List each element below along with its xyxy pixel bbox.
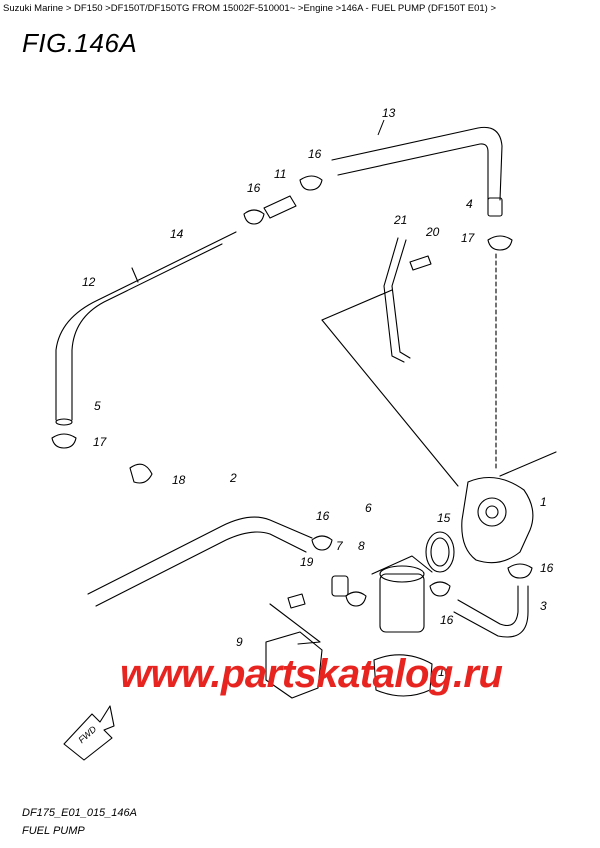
callout-16-e: 16: [440, 613, 454, 627]
callout-12: 12: [82, 275, 96, 289]
clamp-16-lower: [429, 581, 451, 597]
clamp-16-mid: [311, 535, 333, 551]
bracket-9: [265, 631, 323, 699]
callout-14: 14: [170, 227, 184, 241]
filter-6: [379, 573, 425, 633]
hose-14: [55, 231, 237, 421]
bolt-19: [287, 593, 306, 609]
callout-2: 2: [229, 471, 237, 485]
callout-10: 10: [438, 665, 452, 679]
clamp-16-right: [507, 563, 533, 579]
footer-name: FUEL PUMP: [22, 825, 85, 837]
fwd-arrow: [63, 705, 115, 761]
hose-4-end: [487, 197, 503, 217]
watermark: www.partskatalog.ru: [120, 652, 503, 696]
callout-13: 13: [382, 106, 396, 120]
bracket-21: [383, 237, 405, 363]
callout-16-c: 16: [316, 509, 330, 523]
callout-8: 8: [358, 539, 365, 553]
callout-21: 21: [393, 213, 407, 227]
clip-18: [129, 463, 153, 484]
clamp-8: [345, 591, 367, 607]
callout-20: 20: [425, 225, 440, 239]
cap-7: [331, 575, 349, 597]
callout-1: 1: [540, 495, 547, 509]
callout-15: 15: [437, 511, 451, 525]
bracket-10: [373, 654, 433, 697]
footer-code: DF175_E01_015_146A: [22, 807, 137, 819]
callout-5: 5: [94, 399, 101, 413]
clamp-17-left: [51, 433, 77, 449]
callout-6: 6: [365, 501, 372, 515]
callout-3: 3: [540, 599, 547, 613]
callout-17-b: 17: [93, 435, 108, 449]
callout-4: 4: [466, 197, 473, 211]
callout-7: 7: [336, 539, 344, 553]
hose-3: [457, 585, 519, 627]
callout-9: 9: [236, 635, 243, 649]
callout-18: 18: [172, 473, 186, 487]
hose-2: [87, 516, 313, 595]
fitting-11: [263, 195, 297, 219]
callout-11: 11: [274, 167, 286, 181]
callout-16-a: 16: [308, 147, 322, 161]
callout-16-d: 16: [540, 561, 554, 575]
callout-16-b: 16: [247, 181, 261, 195]
fuel-pump-1: [461, 476, 534, 564]
clamp-17-right: [487, 235, 513, 251]
figure-title: FIG.146A: [22, 28, 138, 58]
hose-13: [331, 126, 503, 201]
breadcrumb-text[interactable]: Suzuki Marine > DF150 >DF150T/DF150TG FR…: [3, 3, 497, 14]
bolt-20: [409, 255, 432, 271]
clamp-16-left: [243, 209, 265, 225]
callout-19: 19: [300, 555, 314, 569]
breadcrumb[interactable]: Suzuki Marine > DF150 >DF150T/DF150TG FR…: [3, 3, 496, 14]
clamp-16-top: [299, 175, 323, 191]
o-ring-15: [425, 531, 455, 573]
callout-17-a: 17: [461, 231, 476, 245]
